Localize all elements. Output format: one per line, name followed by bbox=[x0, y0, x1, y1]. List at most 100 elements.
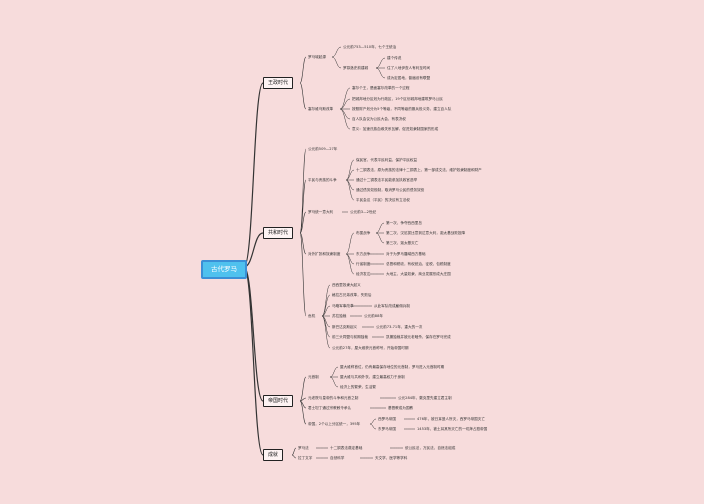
node: 布匿战争 bbox=[356, 231, 371, 235]
node: 斯巴达克斯起义 bbox=[332, 325, 358, 329]
connector-line bbox=[299, 179, 307, 234]
connector-line bbox=[345, 232, 355, 255]
node: 天文学，医学等学科 bbox=[375, 456, 408, 460]
node: 住了八地伊查人有利至时间 bbox=[387, 66, 431, 70]
connector-line bbox=[331, 56, 342, 69]
node: 第三次，迦太基灭亡 bbox=[386, 241, 419, 245]
root-node[interactable]: 古代罗马 bbox=[201, 260, 247, 279]
node: 凯撒独裁并被元老暗杀，保存在罗马完成 bbox=[386, 335, 451, 339]
connector-line bbox=[299, 232, 307, 255]
node: 意义：加速氏族血缘关系瓦解，促进奴隶制国家的形成 bbox=[352, 127, 439, 131]
node: 大地主、大量奴隶，商业发展形成大庄园 bbox=[386, 272, 451, 276]
connector-line bbox=[345, 179, 355, 201]
node: 罗慕洛史前建城 bbox=[343, 66, 369, 70]
connector-line bbox=[321, 305, 331, 317]
node: 塞尔维乌斯改革 bbox=[308, 107, 334, 111]
node: 西西里奴隶大起义 bbox=[332, 283, 361, 287]
connector-line bbox=[321, 284, 331, 317]
node: 按照财产划分为5个等级，不同等级的服兵役义务，建立百人队 bbox=[352, 107, 452, 111]
section-monarchy[interactable]: 王政时代 bbox=[263, 77, 294, 89]
node: 把城邦地分区划为行政区，19个区划城邦地建筑罗马公民 bbox=[352, 97, 443, 101]
connector-line bbox=[331, 46, 342, 58]
node: 公元前27年，屋大维获元首称号，开始帝国时期 bbox=[332, 346, 409, 350]
node: 马略军事改革 bbox=[332, 304, 354, 308]
node: 罗马城起源 bbox=[308, 55, 326, 59]
section-achievements[interactable]: 成就 bbox=[263, 449, 284, 461]
connector-line bbox=[369, 418, 377, 425]
connector-line bbox=[321, 294, 331, 317]
node: 百人队会议为公民大会，有表决权 bbox=[352, 117, 406, 121]
section-republic[interactable]: 共和时代 bbox=[263, 227, 294, 239]
node: 塞尔个王，是面塞尔改革的一个过程 bbox=[352, 86, 410, 90]
connector-line bbox=[329, 366, 339, 378]
node: 通过十二铜表法平民能参加执政官选举 bbox=[356, 178, 418, 182]
node: 经济发达 bbox=[356, 272, 371, 276]
node: 苏拉独裁 bbox=[332, 314, 347, 318]
node: 公元前3—2世纪 bbox=[350, 210, 377, 214]
connector-line bbox=[329, 376, 339, 388]
node: 平民与贵族的斗争 bbox=[308, 178, 337, 182]
connector-line bbox=[299, 82, 307, 110]
connector-line bbox=[243, 266, 264, 456]
connector-line bbox=[299, 148, 307, 234]
node: 建个传说 bbox=[387, 56, 402, 60]
section-empire[interactable]: 帝国时代 bbox=[263, 395, 294, 407]
node: 行省制度 bbox=[356, 262, 371, 266]
node: 格拉古兄弟改革，失败后 bbox=[332, 293, 372, 297]
node: 东方战争 bbox=[356, 252, 371, 256]
connector-line bbox=[299, 56, 307, 84]
node: 拉丁文字 bbox=[298, 456, 313, 460]
node: 西罗马帝国 bbox=[378, 417, 396, 421]
connector-line bbox=[345, 253, 355, 265]
connector-line bbox=[375, 232, 385, 244]
node: 公元前753—510年，七个王统治 bbox=[343, 45, 397, 49]
node: 元老院与皇帝的斗争和元首之制 bbox=[308, 396, 359, 400]
connector-line bbox=[345, 253, 355, 275]
node: 十二铜表法奠定基础 bbox=[330, 446, 363, 450]
connector-line bbox=[375, 222, 385, 234]
node: 1453年，被土耳其所灭亡的一切拜占庭帝国 bbox=[417, 427, 488, 431]
node: 保民官，代表平民利益，保护平民权益 bbox=[356, 158, 418, 162]
connector-line bbox=[375, 67, 386, 79]
node: 罗马法 bbox=[298, 446, 309, 450]
node: 危机 bbox=[308, 314, 316, 318]
connector-line bbox=[339, 108, 351, 120]
connector-line bbox=[375, 57, 386, 69]
node: 屋大维与共和外衣，建立最高权力于身制 bbox=[340, 375, 405, 379]
node: 第二次，汉尼拔比意到达意大利，迦太基战败投降 bbox=[386, 231, 466, 235]
node: 公元284年，戴克里先建立君主制 bbox=[398, 396, 452, 400]
node: 经济上的繁荣，生活繁 bbox=[340, 385, 376, 389]
connector-line bbox=[299, 376, 307, 402]
connector-line bbox=[345, 159, 355, 181]
node: 通过债务奴役制，取消罗马公民的债务奴役 bbox=[356, 188, 425, 192]
node: 依公民法，万民法，自然法组成 bbox=[405, 446, 456, 450]
connector-line bbox=[339, 98, 351, 110]
connector-line bbox=[369, 423, 377, 430]
connector-line bbox=[345, 179, 355, 191]
connector-line bbox=[299, 400, 307, 425]
connector-line bbox=[299, 211, 307, 234]
node: 罗马统一意大利 bbox=[308, 210, 334, 214]
node: 对于为罗马疆域西方基础 bbox=[386, 252, 426, 256]
node: 第一次，争夺西西里岛 bbox=[386, 221, 422, 225]
node: 总督和税收，有权统治，征税，包税制度 bbox=[386, 262, 451, 266]
connector-line bbox=[339, 87, 351, 110]
node: 公元前509—27年 bbox=[308, 147, 338, 151]
connector-line bbox=[291, 447, 297, 456]
node: 十二铜表法，原为贵族的法律十二铜表上，第一部成文法，维护奴隶制度和财产 bbox=[356, 168, 482, 172]
connector-line bbox=[299, 232, 307, 317]
node: 前三头同盟与前期独裁 bbox=[332, 335, 368, 339]
node: 东罗马帝国 bbox=[378, 427, 396, 431]
node: 自然科学 bbox=[330, 456, 345, 460]
node: 公元前88年 bbox=[364, 314, 383, 318]
node: 476年，被日耳曼人所灭，西罗马帝国灭亡 bbox=[417, 417, 485, 421]
node: 公元前73-71年，重大的一次 bbox=[376, 325, 423, 329]
node: 基督教成为国教 bbox=[388, 406, 414, 410]
node: 屋大维称首位，仍有最高保存地位的元首制，罗马进入元首制时期 bbox=[340, 365, 445, 369]
node: 对外扩张和奴隶制度 bbox=[308, 252, 341, 256]
node: 君士坦丁通过宗教敕令承认 bbox=[308, 406, 352, 410]
connector-line bbox=[339, 108, 351, 130]
connector-line bbox=[243, 266, 264, 402]
node: 平民会议（平民）的决议有立法权 bbox=[356, 198, 410, 202]
